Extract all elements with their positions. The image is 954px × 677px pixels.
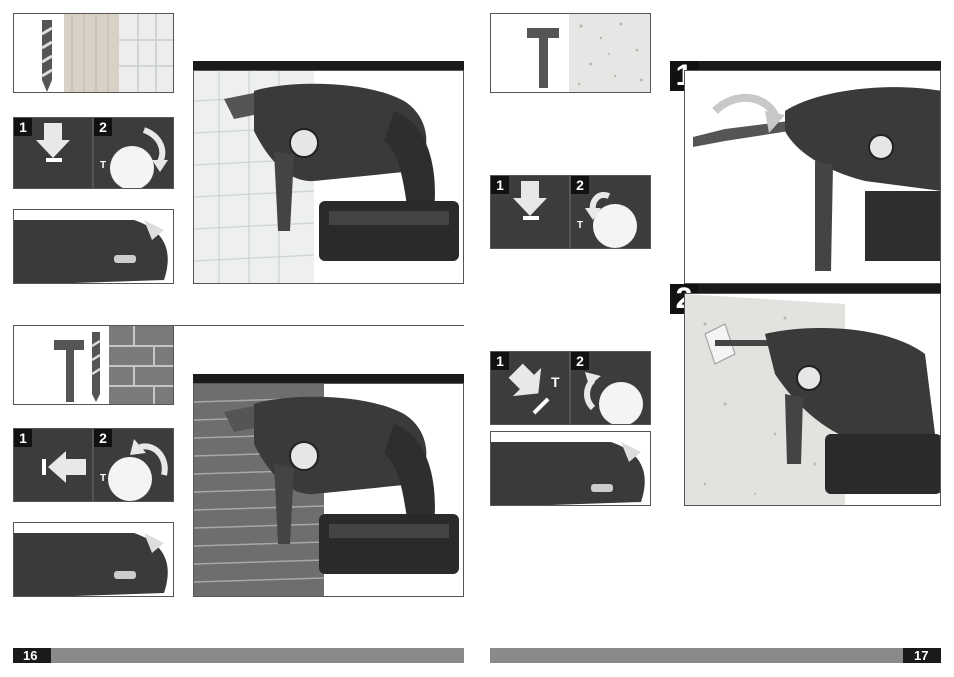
section-rule <box>174 325 464 326</box>
step-1-box-left-a: 1 <box>13 117 93 189</box>
step-number: 2 <box>571 176 589 194</box>
dial-label-t: T <box>100 473 106 484</box>
material-icon-hammer-concrete <box>490 13 651 93</box>
detail-chuck-left-b <box>13 522 174 597</box>
step-number: 1 <box>491 176 509 194</box>
hammer-icon <box>527 28 559 88</box>
section-bar <box>670 61 941 70</box>
step-number: 2 <box>94 429 112 447</box>
step-number: 1 <box>14 429 32 447</box>
step-2-box-left-a: 2 T <box>93 117 174 189</box>
step-1-box-left-b: 1 <box>13 428 93 502</box>
step-1-box-right-b: 1 T <box>490 351 570 425</box>
section-bar <box>193 374 464 383</box>
footer-bar-right <box>490 648 941 663</box>
drill-bit-icon <box>42 20 52 92</box>
footer-bar-left <box>13 648 464 663</box>
drill-illustration-brick <box>193 383 464 597</box>
dial-label-t: T <box>100 160 106 171</box>
step-number: 1 <box>14 118 32 136</box>
section-bar <box>193 61 464 70</box>
step-1-box-right-a: 1 <box>490 175 570 249</box>
step-number: 2 <box>571 352 589 370</box>
dial-label-ti: T <box>551 374 560 390</box>
drill-bit-icon <box>92 332 100 402</box>
drill-illustration-chisel <box>684 70 941 284</box>
section-bar <box>670 284 941 293</box>
material-icon-hammer-brick <box>13 325 174 405</box>
step-2-box-right-b: 2 <box>570 351 651 425</box>
dial-label-t: T <box>577 220 583 231</box>
drill-illustration-concrete <box>684 293 941 506</box>
drill-illustration-tiles <box>193 70 464 284</box>
page-number-right: 17 <box>914 648 928 663</box>
step-number: 1 <box>491 352 509 370</box>
detail-chuck-right <box>490 431 651 506</box>
step-2-box-right-a: 2 T <box>570 175 651 249</box>
step-number: 2 <box>94 118 112 136</box>
hammer-icon <box>54 340 84 402</box>
step-2-box-left-b: 2 T <box>93 428 174 502</box>
material-icon-drill-tile <box>13 13 174 93</box>
detail-chuck-left-a <box>13 209 174 284</box>
page-number-left: 16 <box>23 648 37 663</box>
